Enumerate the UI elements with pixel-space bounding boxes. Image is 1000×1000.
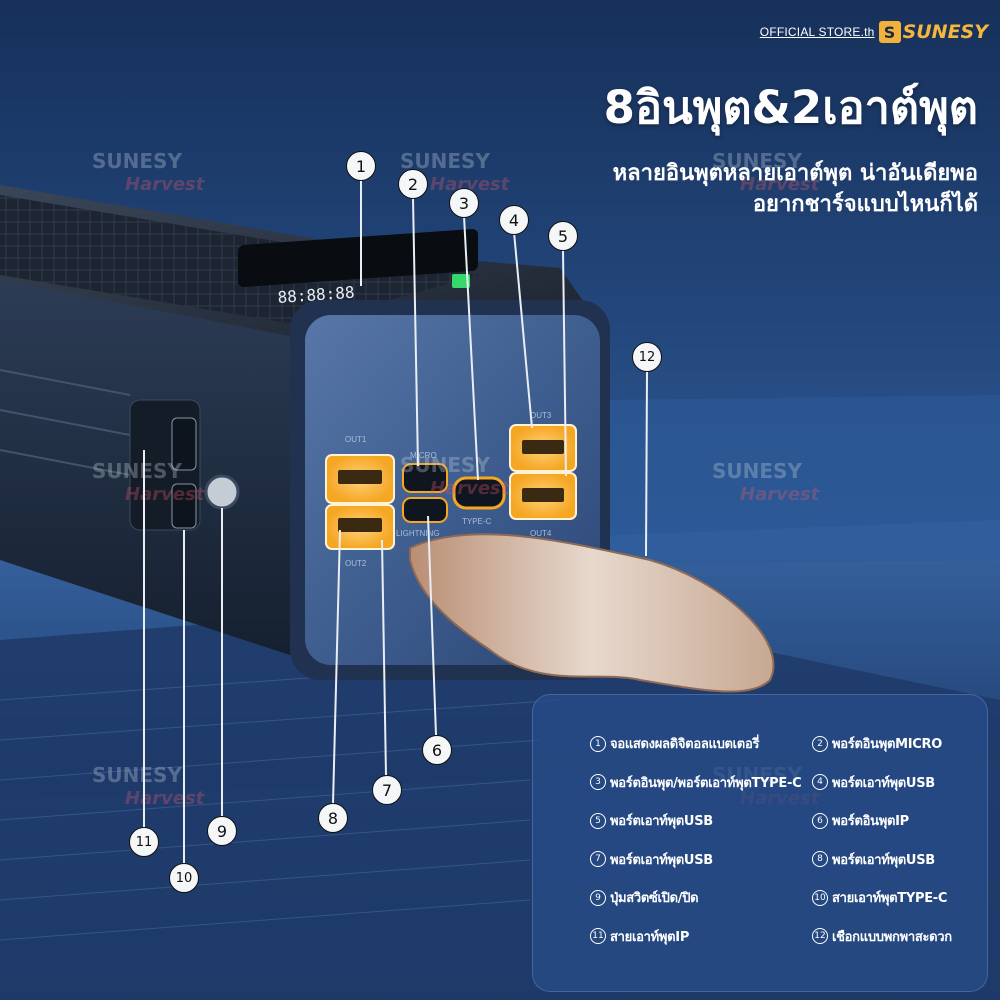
legend-text: เชือกแบบพกพาสะดวก	[832, 929, 952, 945]
headline-subtitle-2: อยากชาร์จแบบไหนก็ได้	[752, 192, 978, 218]
legend-item: 6 พอร์ตอินพุตIP	[812, 811, 976, 830]
legend-number: 3	[590, 774, 606, 790]
callout-10: 10	[169, 863, 199, 893]
callout-3: 3	[449, 188, 479, 218]
legend-item: 1 จอแสดงผลดิจิตอลแบตเตอรี่	[590, 734, 812, 753]
brand-header: OFFICIAL STORE.th S SUNESY	[760, 18, 988, 46]
legend-text: พอร์ตเอาท์พุตUSB	[610, 852, 713, 868]
svg-text:SUNESY: SUNESY	[712, 149, 802, 173]
legend-text: พอร์ตอินพุต/พอร์ตเอาท์พุตTYPE-C	[610, 775, 802, 791]
typec-cable-head	[171, 483, 197, 529]
headline-block: 8อินพุต&2เอาต์พุต หลายอินพุตหลายเอาต์พุต…	[604, 84, 978, 221]
svg-text:Harvest: Harvest	[740, 174, 821, 195]
svg-text:Harvest: Harvest	[125, 174, 206, 195]
legend-text: พอร์ตเอาท์พุตUSB	[832, 775, 935, 791]
svg-text:SUNESY: SUNESY	[92, 149, 182, 173]
port-label-out3: OUT3	[530, 411, 552, 420]
legend-item: 10 สายเอาท์พุตTYPE-C	[812, 888, 976, 907]
callout-6: 6	[422, 735, 452, 765]
svg-text:SUNESY: SUNESY	[712, 459, 802, 483]
legend-grid: 1 จอแสดงผลดิจิตอลแบตเตอรี่ 2 พอร์ตอินพุตMI…	[590, 734, 976, 946]
headline-title: 8อินพุต&2เอาต์พุต	[603, 81, 978, 134]
legend-text: พอร์ตอินพุตIP	[832, 814, 909, 829]
headline-subtitle-1: หลายอินพุตหลายเอาต์พุต น่าอันเดียพอ	[612, 161, 978, 187]
display-indicator	[452, 274, 470, 288]
port-label-micro: MICRO	[410, 451, 437, 460]
callout-leader-lines	[143, 180, 648, 864]
legend-number: 5	[590, 812, 606, 829]
battery-display	[238, 228, 478, 287]
svg-text:SUNESY: SUNESY	[92, 459, 182, 483]
legend-number: 11	[590, 928, 606, 944]
legend-item: 9 ปุ่มสวิตซ์เปิด/ปิด	[590, 888, 812, 907]
legend-number: 8	[812, 851, 828, 867]
port-label-typec: TYPE-C	[462, 517, 492, 526]
svg-text:SUNESY: SUNESY	[92, 763, 182, 787]
legend-text: สายเอาท์พุตTYPE-C	[832, 891, 948, 906]
brand-logo: S SUNESY	[878, 21, 988, 43]
legend-text: ปุ่มสวิตซ์เปิด/ปิด	[610, 891, 699, 906]
callout-7: 7	[372, 775, 402, 805]
callout-5: 5	[548, 221, 578, 251]
legend-text: จอแสดงผลดิจิตอลแบตเตอรี่	[610, 737, 760, 752]
callout-1: 1	[346, 151, 376, 181]
port-label-out2: OUT2	[345, 559, 367, 568]
port-label-out4: OUT4	[530, 529, 552, 538]
right-platform	[600, 395, 1000, 565]
logo-mark-icon: S	[878, 21, 901, 43]
legend-number: 6	[812, 812, 828, 829]
legend-number: 4	[812, 774, 828, 790]
svg-text:SUNESY: SUNESY	[400, 453, 490, 477]
callout-11: 11	[129, 827, 159, 857]
side-grooves	[0, 369, 131, 476]
port-label-lightning: LIGHTNING	[396, 529, 440, 538]
svg-text:Harvest: Harvest	[740, 484, 821, 505]
callout-12: 12	[632, 342, 662, 372]
callout-4: 4	[499, 205, 529, 235]
logo-wordmark: SUNESY	[902, 21, 988, 43]
lightning-cable-head	[171, 417, 197, 471]
legend-number: 9	[590, 889, 606, 906]
legend-number: 7	[590, 851, 606, 867]
callout-2: 2	[398, 169, 428, 199]
legend-number: 12	[812, 928, 828, 944]
legend-text: พอร์ตเอาท์พุตUSB	[610, 814, 713, 829]
lanyard-strap	[409, 533, 775, 693]
legend-text: พอร์ตอินพุตMICRO	[832, 737, 942, 752]
legend-number: 10	[812, 889, 828, 906]
official-store-link[interactable]: OFFICIAL STORE.th	[759, 25, 875, 39]
callout-9: 9	[207, 816, 237, 846]
callout-8: 8	[318, 803, 348, 833]
legend-item: 2 พอร์ตอินพุตMICRO	[812, 734, 976, 753]
micro-port	[402, 463, 448, 493]
legend-number: 1	[590, 735, 606, 752]
lightning-port	[402, 497, 448, 523]
typec-port	[452, 476, 506, 510]
port-label-out1: OUT1	[345, 435, 367, 444]
legend-text: สายเอาท์พุตIP	[610, 929, 690, 945]
power-button-icon	[204, 474, 240, 510]
svg-text:Harvest: Harvest	[125, 484, 206, 505]
svg-text:Harvest: Harvest	[430, 174, 511, 195]
legend-number: 2	[812, 735, 828, 752]
svg-text:Harvest: Harvest	[125, 788, 206, 809]
svg-text:Harvest: Harvest	[430, 478, 511, 499]
legend-panel: 1 จอแสดงผลดิจิตอลแบตเตอรี่ 2 พอร์ตอินพุตMI…	[532, 694, 988, 992]
legend-item: 5 พอร์ตเอาท์พุตUSB	[590, 811, 812, 830]
legend-text: พอร์ตเอาท์พุตUSB	[832, 852, 935, 868]
